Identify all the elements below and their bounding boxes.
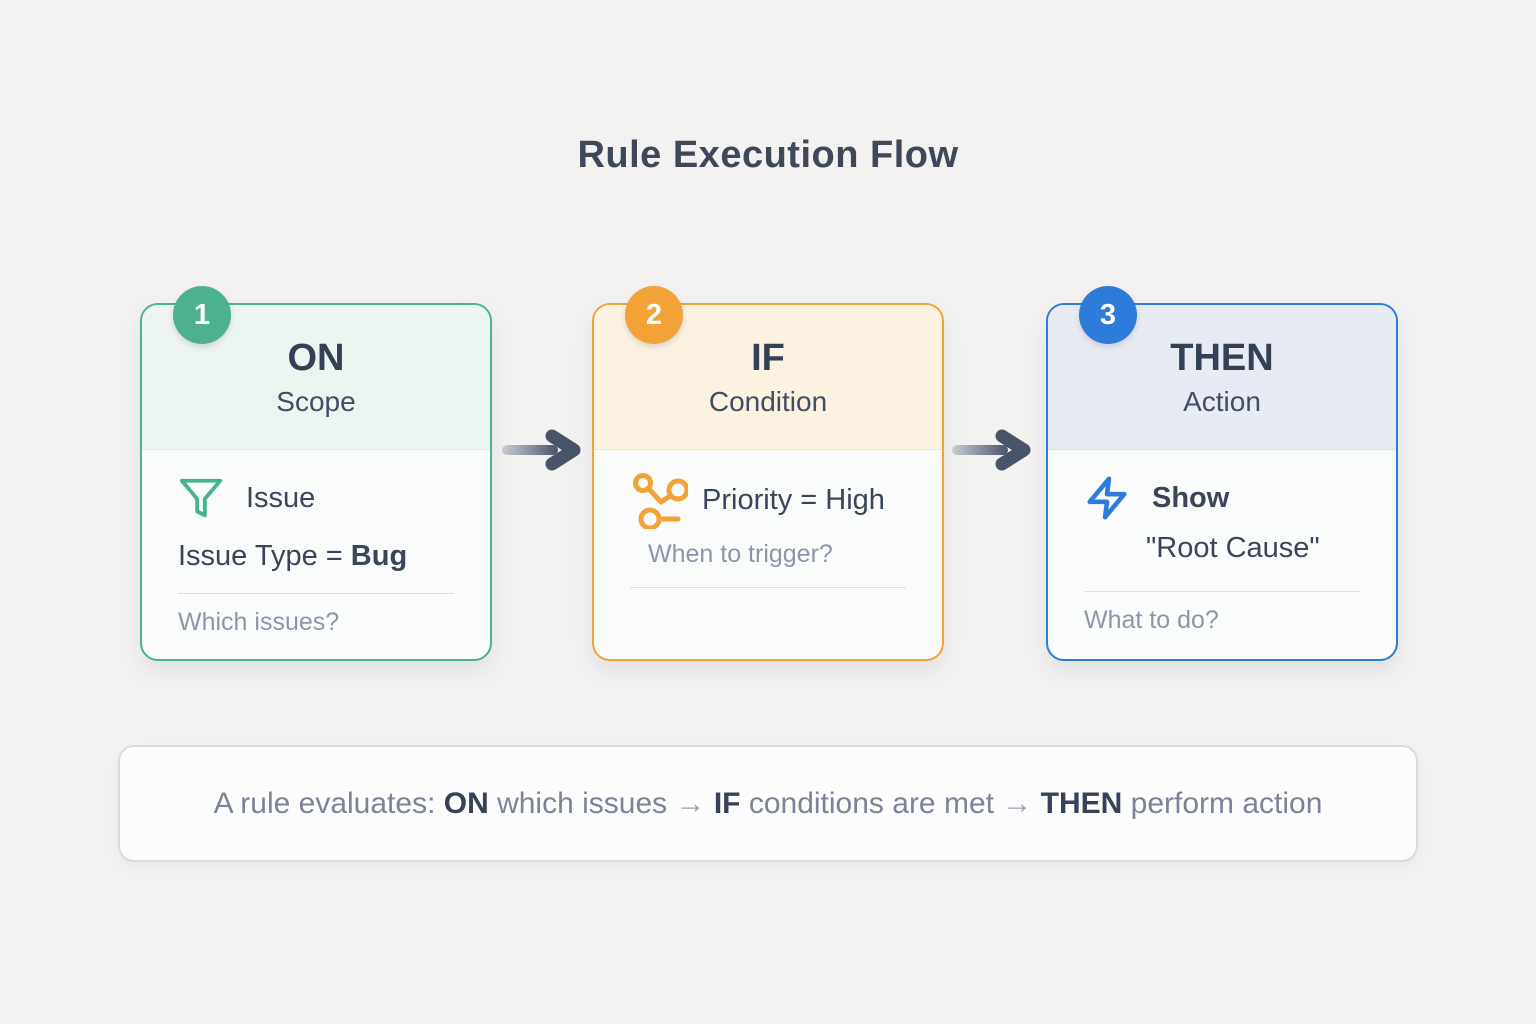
condition-label: Priority = High: [702, 483, 885, 516]
page-title: Rule Execution Flow: [577, 134, 959, 176]
card-on-body: Issue Issue Type = Bug Which issues?: [142, 472, 490, 637]
card-then-action: 3 THEN Action Show "Root Cause" What to …: [1046, 286, 1398, 661]
card-then-subtitle: Action: [1183, 386, 1261, 417]
summary-on: ON: [443, 786, 489, 820]
summary-lead: A rule evaluates:: [213, 786, 444, 820]
lightning-icon: [1087, 476, 1127, 520]
card-if-header: IF Condition: [594, 305, 942, 450]
scope-target-label: Issue: [246, 481, 316, 514]
right-arrow-icon: →: [1002, 786, 1033, 820]
flow-arrow-icon: [502, 429, 581, 471]
condition-row: Priority = High: [630, 472, 906, 529]
condition-hint: When to trigger?: [648, 540, 833, 568]
action-row: Show: [1084, 472, 1360, 524]
card-on-subtitle: Scope: [276, 386, 356, 417]
card-if-body: Priority = High When to trigger?: [594, 472, 942, 588]
scope-filter-text: Issue Type =: [178, 540, 351, 572]
step-badge-2: 2: [625, 286, 683, 344]
step-badge-1: 1: [173, 286, 231, 344]
action-hint: What to do?: [1084, 606, 1219, 634]
scope-filter-value: Bug: [350, 540, 408, 572]
action-label: Show: [1152, 481, 1230, 514]
summary-then: THEN: [1032, 786, 1123, 820]
action-value: "Root Cause": [1146, 532, 1320, 564]
card-then-body: Show "Root Cause" What to do?: [1048, 472, 1396, 635]
summary-strip: A rule evaluates: ON which issues → IF c…: [118, 745, 1418, 862]
card-on-scope: 1 ON Scope Issue Issue Type = Bug Which …: [140, 286, 492, 661]
card-if-condition: 2 IF Condition Priority = High When to t…: [592, 286, 944, 661]
scope-filter-row: Issue Type = Bug: [178, 540, 454, 573]
card-on-keyword: ON: [287, 337, 345, 379]
right-arrow-icon: →: [675, 786, 706, 820]
card-then-header: THEN Action: [1048, 305, 1396, 450]
summary-tail: perform action: [1122, 786, 1323, 820]
branch-icon: [633, 473, 688, 529]
scope-target-row: Issue: [178, 472, 454, 524]
card-if-subtitle: Condition: [708, 386, 828, 417]
summary-if: IF: [705, 786, 741, 820]
card-then-keyword: THEN: [1170, 337, 1274, 379]
flow-arrow-icon: [952, 429, 1031, 471]
divider: [1084, 591, 1360, 592]
summary-mid1: which issues: [488, 786, 676, 820]
filter-icon: [179, 478, 223, 518]
divider: [178, 593, 454, 594]
summary-mid2: conditions are met: [740, 786, 1003, 820]
step-badge-3: 3: [1079, 286, 1137, 344]
card-if-keyword: IF: [751, 337, 785, 379]
scope-hint: Which issues?: [178, 608, 340, 636]
divider: [630, 587, 906, 588]
